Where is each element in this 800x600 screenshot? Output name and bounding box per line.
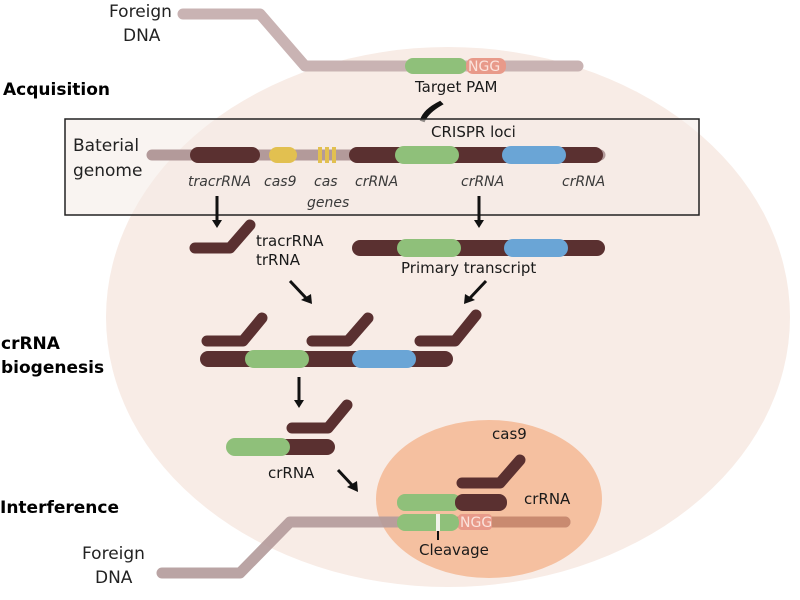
gene-label-cas-2: genes bbox=[307, 195, 349, 211]
target-pam bbox=[466, 58, 506, 74]
stage-interference: Interference bbox=[0, 498, 119, 518]
foreign-dna-top-label-1: Foreign bbox=[109, 2, 172, 22]
mature-crrna-spacer bbox=[226, 438, 290, 456]
gene-tracrrna bbox=[190, 147, 260, 163]
complex-pam-text: NGG bbox=[460, 515, 492, 531]
complex-cas9-label: cas9 bbox=[492, 425, 527, 443]
primary-spacer-green bbox=[397, 239, 461, 257]
target-pam-text: NGG bbox=[468, 59, 500, 75]
stage-biogenesis-1: crRNA bbox=[1, 334, 61, 354]
mature-tracrrna bbox=[286, 399, 353, 434]
tracrrna-label-2: trRNA bbox=[256, 251, 301, 269]
gene-label-crrna-3: crRNA bbox=[562, 174, 605, 190]
stage-biogenesis-2: biogenesis bbox=[1, 358, 104, 378]
gene-label-crrna-2: crRNA bbox=[461, 174, 504, 190]
genome-label-1: Baterial bbox=[73, 136, 139, 156]
gene-label-tracrrna: tracrRNA bbox=[188, 174, 251, 190]
complex-crrna-label: crRNA bbox=[524, 490, 571, 508]
arrow-to-complex bbox=[336, 468, 358, 492]
cleavage-site bbox=[436, 514, 440, 531]
arrow-transcription-crispr bbox=[474, 196, 484, 228]
complex-crrna-repeat bbox=[455, 494, 507, 511]
crispr-loci-label: CRISPR loci bbox=[431, 123, 516, 141]
cleavage-label: Cleavage bbox=[419, 541, 489, 559]
foreign-dna-bottom-label-1: Foreign bbox=[82, 544, 145, 564]
arrow-primary-to-biogenesis bbox=[464, 279, 488, 304]
crispr-spacer-green bbox=[395, 146, 459, 164]
crispr-spacer-blue bbox=[502, 146, 566, 164]
complex-tracrrna bbox=[456, 454, 526, 489]
tracrrna-transcript bbox=[189, 219, 256, 254]
primary-transcript-label: Primary transcript bbox=[401, 259, 536, 277]
gene-label-cas-1: cas bbox=[314, 174, 338, 190]
gene-cas-2 bbox=[325, 147, 329, 163]
primary-spacer-blue bbox=[504, 239, 568, 257]
mature-crrna-label: crRNA bbox=[268, 464, 315, 482]
bacterial-genome-box bbox=[64, 118, 700, 216]
arrow-tracr-to-biogenesis bbox=[288, 279, 312, 304]
foreign-dna-top-label-2: DNA bbox=[123, 26, 161, 46]
tracrrna-label-1: tracrRNA bbox=[256, 232, 324, 250]
complex-crrna-spacer bbox=[397, 494, 461, 511]
stage-acquisition: Acquisition bbox=[3, 80, 110, 100]
arrow-processing bbox=[294, 377, 304, 408]
processing-spacer-green bbox=[245, 350, 309, 368]
arrow-transcription-tracr bbox=[212, 196, 222, 228]
annealed-tracrrna-3 bbox=[414, 309, 482, 347]
gene-cas9 bbox=[269, 147, 297, 163]
target-protospacer bbox=[405, 58, 467, 74]
gene-label-cas9: cas9 bbox=[264, 174, 297, 190]
annealed-tracrrna-2 bbox=[306, 312, 374, 347]
target-pam-label: Target PAM bbox=[414, 78, 497, 96]
gene-label-crrna-1: crRNA bbox=[355, 174, 398, 190]
processing-spacer-blue bbox=[352, 350, 416, 368]
annealed-tracrrna-1 bbox=[201, 312, 268, 347]
complex-pam bbox=[458, 514, 492, 530]
genome-label-2: genome bbox=[73, 161, 142, 181]
foreign-dna-bottom-label-2: DNA bbox=[95, 568, 133, 588]
gene-cas-1 bbox=[318, 147, 322, 163]
complex-protospacer bbox=[397, 514, 459, 531]
gene-cas-3 bbox=[332, 147, 336, 163]
